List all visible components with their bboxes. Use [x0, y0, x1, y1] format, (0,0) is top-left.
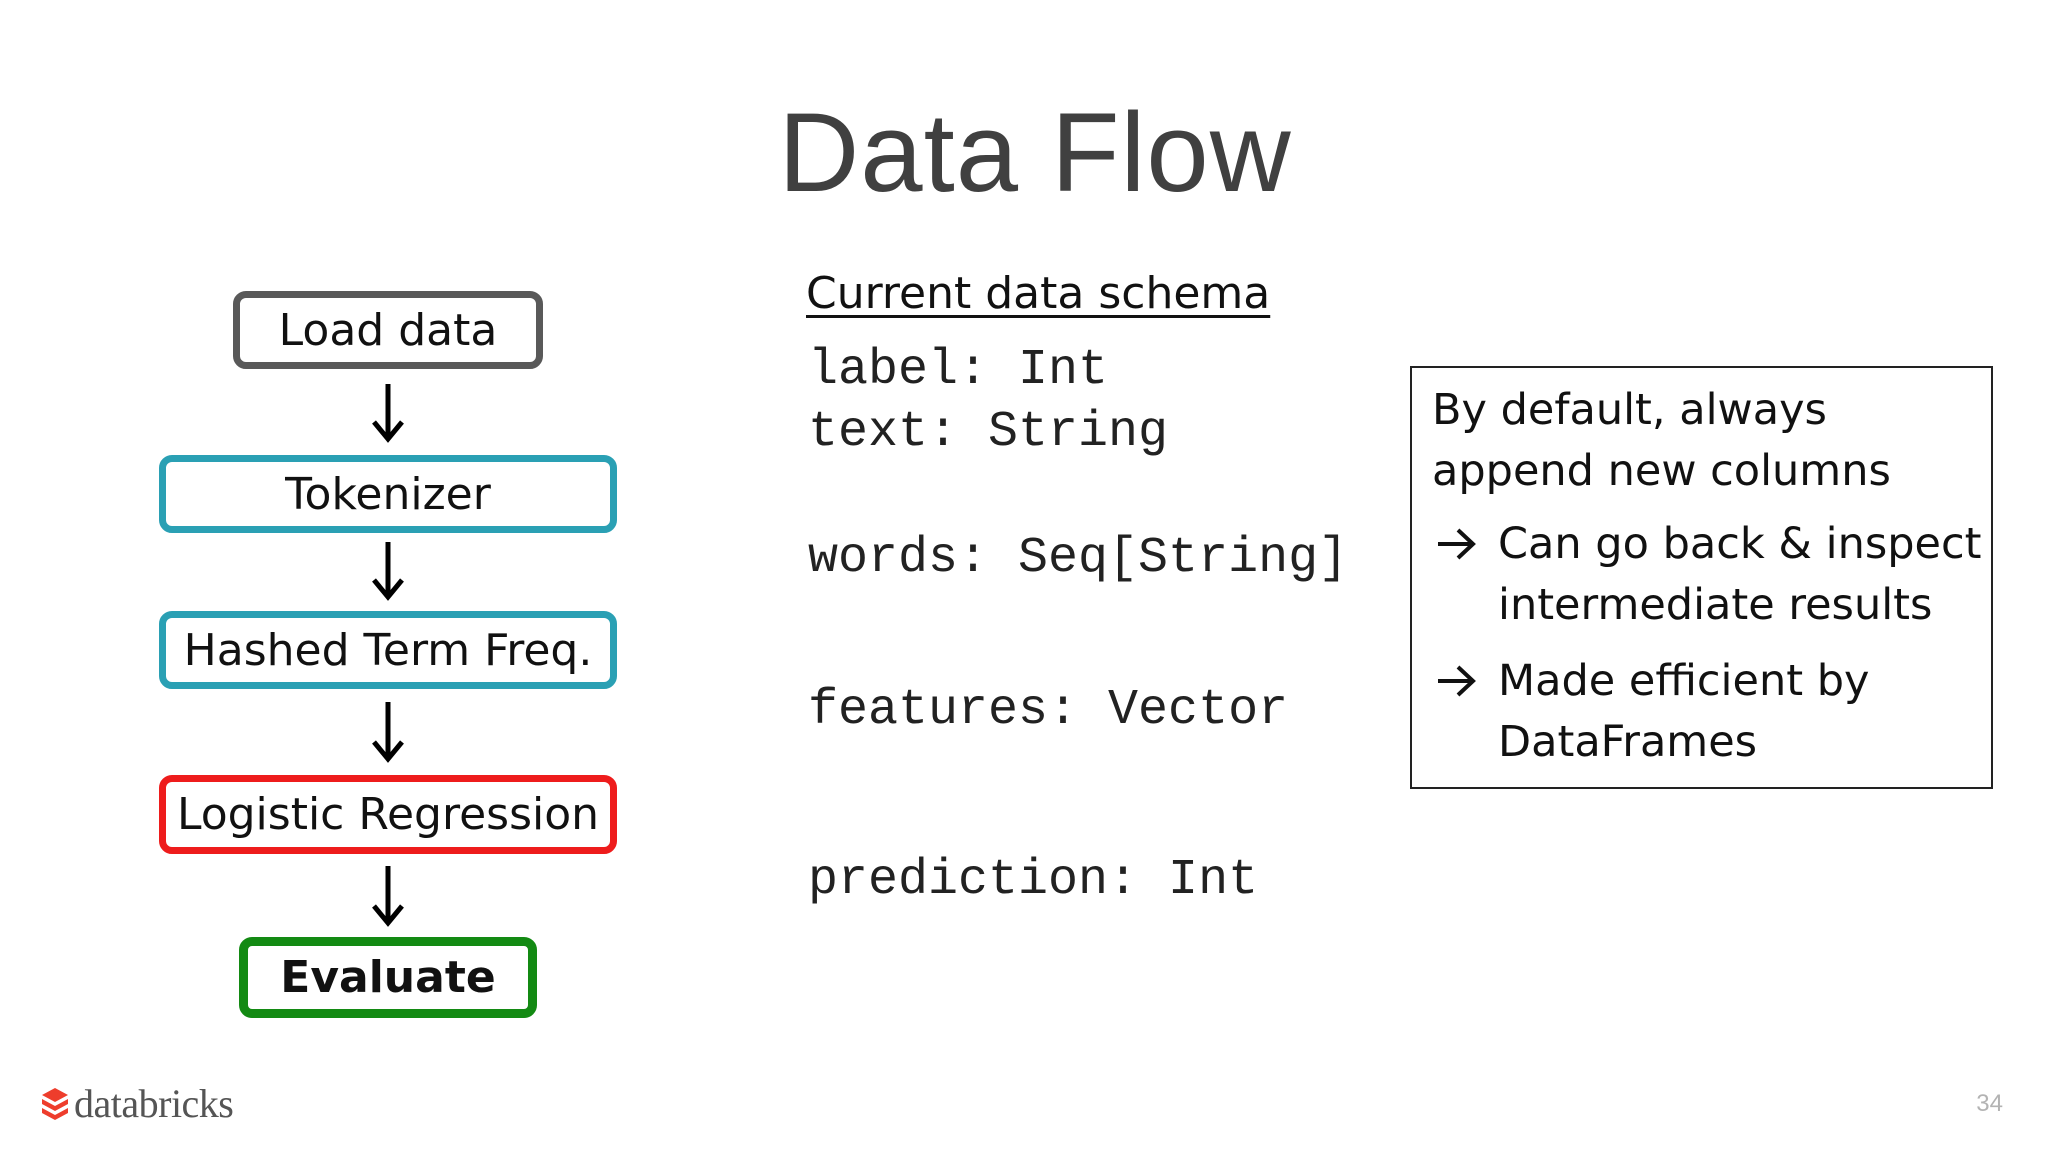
step-load-data: Load data — [233, 291, 543, 369]
schema-field: features: Vector — [808, 682, 1289, 739]
slide-title: Data Flow — [778, 90, 1292, 215]
right-arrow-icon — [1438, 528, 1476, 560]
step-evaluate: Evaluate — [239, 937, 537, 1018]
schema-field: label: Int — [808, 342, 1109, 399]
logo-wordmark: databricks — [74, 1080, 234, 1126]
schema-field: text: String — [808, 404, 1169, 461]
page-number: 34 — [1976, 1090, 2003, 1117]
step-tokenizer: Tokenizer — [159, 455, 617, 533]
note-box: By default, always append new columns Ca… — [1410, 366, 1993, 789]
right-arrow-icon — [1438, 665, 1476, 697]
down-arrow-icon — [372, 866, 404, 927]
step-hashed-term-freq: Hashed Term Freq. — [159, 611, 617, 689]
databricks-logo: databricks — [40, 1080, 234, 1126]
databricks-stack-icon — [42, 1088, 68, 1120]
down-arrow-icon — [372, 702, 404, 763]
down-arrow-icon — [372, 542, 404, 601]
down-arrow-icon — [372, 384, 404, 443]
note-bullet-text: Can go back & inspect intermediate resul… — [1498, 519, 1982, 630]
step-logistic-regression: Logistic Regression — [159, 775, 617, 854]
schema-field: prediction: Int — [808, 852, 1259, 909]
schema-heading: Current data schema — [806, 268, 1271, 319]
note-bullet-text: Made efficient by DataFrames — [1498, 656, 1870, 767]
note-intro: By default, always append new columns — [1432, 385, 1891, 496]
schema-field: words: Seq[String] — [808, 530, 1349, 587]
